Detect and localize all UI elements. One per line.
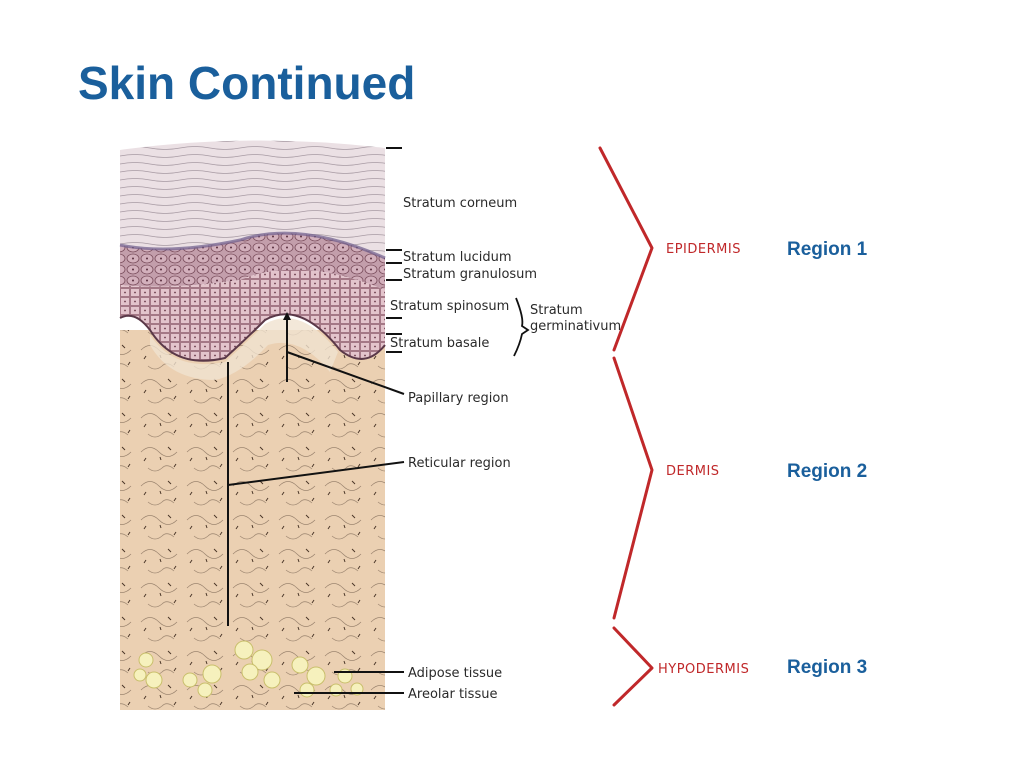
label-adipose-tissue: Adipose tissue [408, 666, 502, 681]
label-stratum: Stratum [530, 303, 583, 318]
layer-tick-marks [386, 147, 402, 353]
adipose-globules [133, 640, 364, 698]
label-germinativum: germinativum [530, 319, 621, 334]
label-epidermis: EPIDERMIS [666, 242, 741, 257]
stratum-granulosum-layer [120, 233, 385, 290]
label-stratum-corneum: Stratum corneum [403, 196, 517, 211]
stratum-basale-layer [119, 313, 386, 362]
papillary-arrow-icon [283, 312, 291, 320]
label-dermis: DERMIS [666, 464, 720, 479]
region-3-label: Region 3 [787, 657, 868, 678]
pointer-lines [227, 316, 405, 694]
papillary-region [150, 318, 338, 380]
stratum-lucidum-layer [119, 231, 386, 260]
label-papillary-region: Papillary region [408, 391, 509, 406]
label-reticular-region: Reticular region [408, 456, 511, 471]
corneum-texture [120, 140, 385, 258]
dermis-bracket [612, 356, 654, 620]
slide-title: Skin Continued [78, 57, 416, 109]
label-stratum-granulosum: Stratum granulosum [403, 267, 537, 282]
region-2-label: Region 2 [787, 461, 868, 482]
label-stratum-spinosum: Stratum spinosum [390, 299, 509, 314]
stratum-spinosum-layer [120, 269, 385, 361]
label-stratum-basale: Stratum basale [390, 336, 489, 351]
hypodermis-bracket [612, 626, 654, 707]
germinativum-brace [513, 297, 530, 357]
region-1-label: Region 1 [787, 239, 868, 260]
label-stratum-lucidum: Stratum lucidum [403, 250, 512, 265]
label-areolar-tissue: Areolar tissue [408, 687, 497, 702]
epidermis-bracket [598, 146, 654, 352]
label-hypodermis: HYPODERMIS [658, 662, 749, 677]
